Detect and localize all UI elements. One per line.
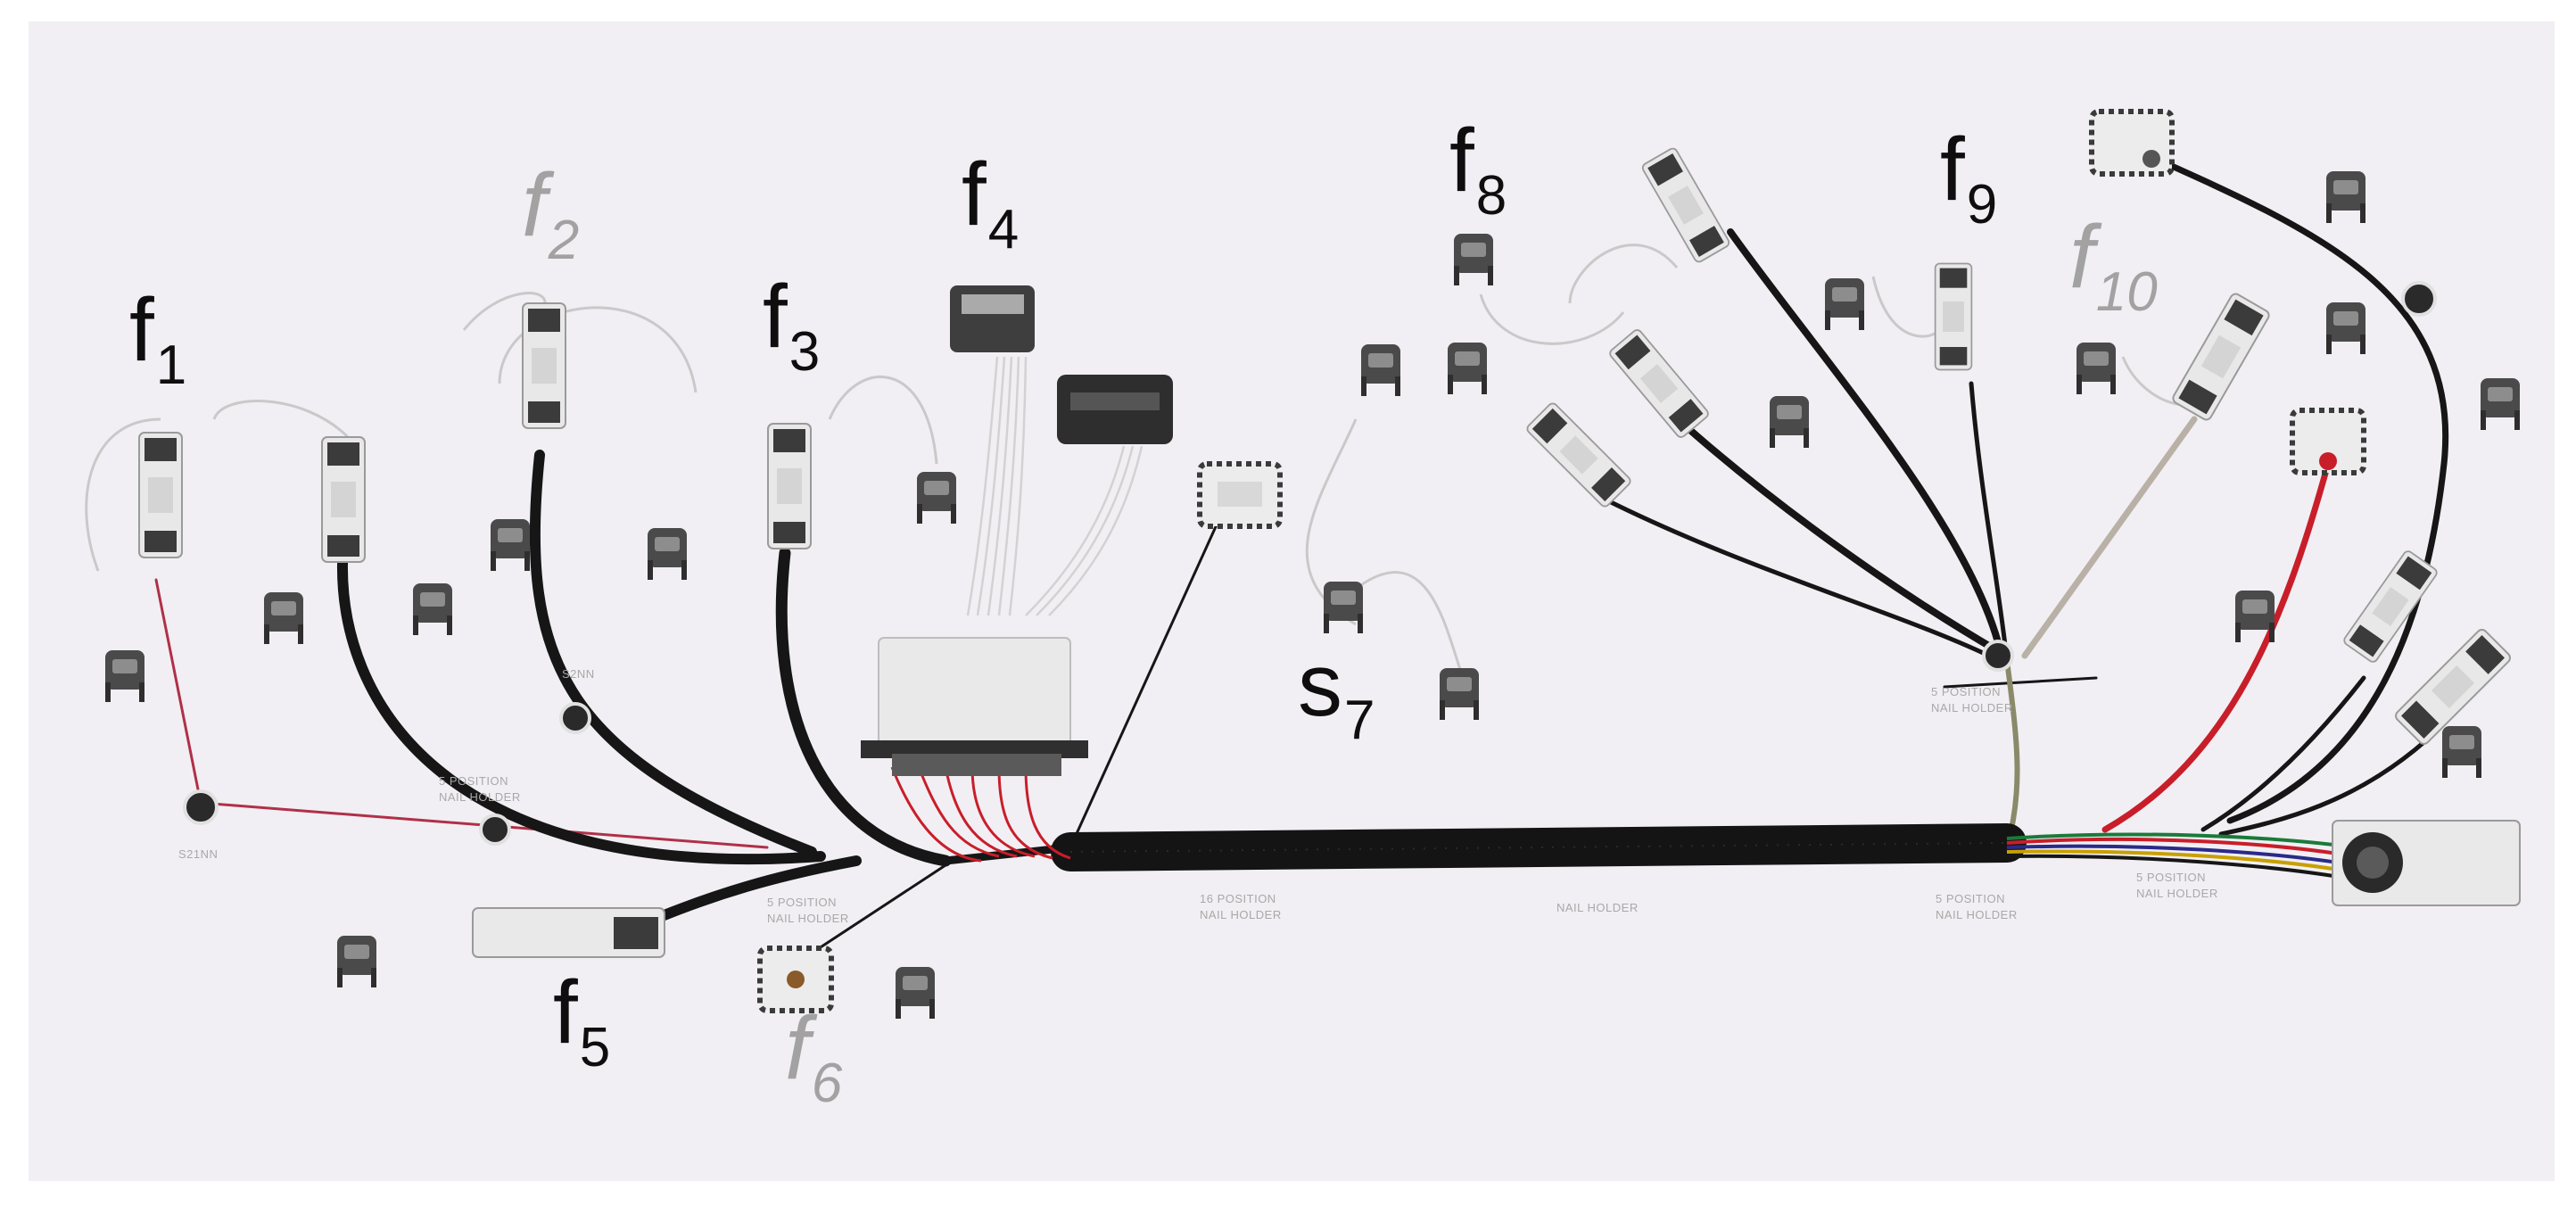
label-f3: f3 <box>763 272 820 380</box>
trunk-right-multicolor <box>2006 832 2356 881</box>
board-text: NAIL HOLDER <box>1200 908 1282 921</box>
label-f5-sub: 5 <box>579 1017 611 1078</box>
label-f1: f1 <box>129 285 186 393</box>
white-connector-f5 <box>472 907 665 958</box>
board-text: 16 POSITION <box>1200 892 1276 905</box>
board-text: 5 POSITION <box>767 896 837 909</box>
board-text: NAIL HOLDER <box>1556 901 1639 914</box>
board-text: 5 POSITION <box>2136 871 2206 884</box>
label-f6-sub: 6 <box>811 1053 843 1114</box>
relay-top-right <box>2089 109 2175 177</box>
white-connector-f1 <box>138 432 183 558</box>
label-f3-sub: 3 <box>788 321 821 383</box>
label-f4-main: f <box>962 145 987 244</box>
label-f9-main: f <box>1940 120 1965 219</box>
white-connector-diag-1 <box>1639 145 1732 265</box>
label-f6-main: f <box>785 998 810 1098</box>
dark-connector-large <box>1057 375 1173 444</box>
label-f9: f9 <box>1940 125 1997 233</box>
board-text: 5 POSITION <box>439 774 508 788</box>
board-text: NAIL HOLDER <box>767 912 849 925</box>
board-text: 5 POSITION <box>1931 685 2001 698</box>
label-s7-main: s <box>1298 635 1342 735</box>
label-s7: s7 <box>1298 640 1375 748</box>
board-text: NAIL HOLDER <box>439 790 521 804</box>
dark-connector-f4 <box>950 285 1035 352</box>
white-connector-diag-3 <box>1524 401 1633 509</box>
label-f5-main: f <box>553 962 578 1062</box>
label-f9-sub: 9 <box>1966 174 1998 235</box>
label-f3-main: f <box>763 267 788 367</box>
main-connector-block <box>861 637 1088 776</box>
bundle-from-branch-9 <box>2004 659 2020 848</box>
label-f1-sub: 1 <box>155 335 187 396</box>
ribbon-wires-f4 <box>966 356 1144 616</box>
board-text: NAIL HOLDER <box>1931 701 2013 715</box>
label-f6: f6 <box>785 1004 842 1111</box>
metal-rod <box>2021 416 2198 659</box>
board-text: NAIL HOLDER <box>2136 887 2218 900</box>
label-f1-main: f <box>129 280 154 380</box>
relay-f6 <box>757 946 834 1013</box>
end-connector-right <box>2332 820 2521 906</box>
label-f2-sub: 2 <box>548 210 580 271</box>
white-connector-pair-left <box>321 436 366 563</box>
main-trunk <box>1051 823 2027 871</box>
board-text: S21NN <box>178 847 218 861</box>
label-f10: f10 <box>2069 212 2158 320</box>
board-text: S2NN <box>562 667 595 681</box>
relay-centre <box>1197 461 1283 529</box>
label-f5: f5 <box>553 968 610 1076</box>
white-connector-diag-2 <box>1607 326 1711 441</box>
white-connector-f2 <box>522 302 566 429</box>
white-connector-f3 <box>767 423 812 549</box>
label-f4: f4 <box>962 150 1019 258</box>
white-connector-right-1 <box>2341 549 2440 665</box>
board-printing: 5 POSITION NAIL HOLDER 5 POSITION NAIL H… <box>178 667 2218 925</box>
label-f8: f8 <box>1449 116 1507 224</box>
black-wire-branches <box>337 153 2449 961</box>
label-f10-sub: 10 <box>2095 261 2158 323</box>
red-fanout-junction <box>890 766 1071 863</box>
label-f8-sub: 8 <box>1475 165 1507 227</box>
label-f4-sub: 4 <box>987 199 1020 260</box>
board-text: NAIL HOLDER <box>1936 908 2018 921</box>
thin-grey-wires <box>85 244 2214 679</box>
label-f2-main: f <box>522 155 547 255</box>
white-connector-f9 <box>1934 262 1973 371</box>
label-f8-main: f <box>1449 111 1474 211</box>
white-connector-f10 <box>2170 291 2272 423</box>
label-s7-sub: 7 <box>1344 690 1375 751</box>
label-f10-main: f <box>2069 207 2094 307</box>
grommets <box>183 281 2437 846</box>
label-f2: f2 <box>522 161 579 268</box>
relay-red <box>2290 408 2366 475</box>
board-text: 5 POSITION <box>1936 892 2005 905</box>
